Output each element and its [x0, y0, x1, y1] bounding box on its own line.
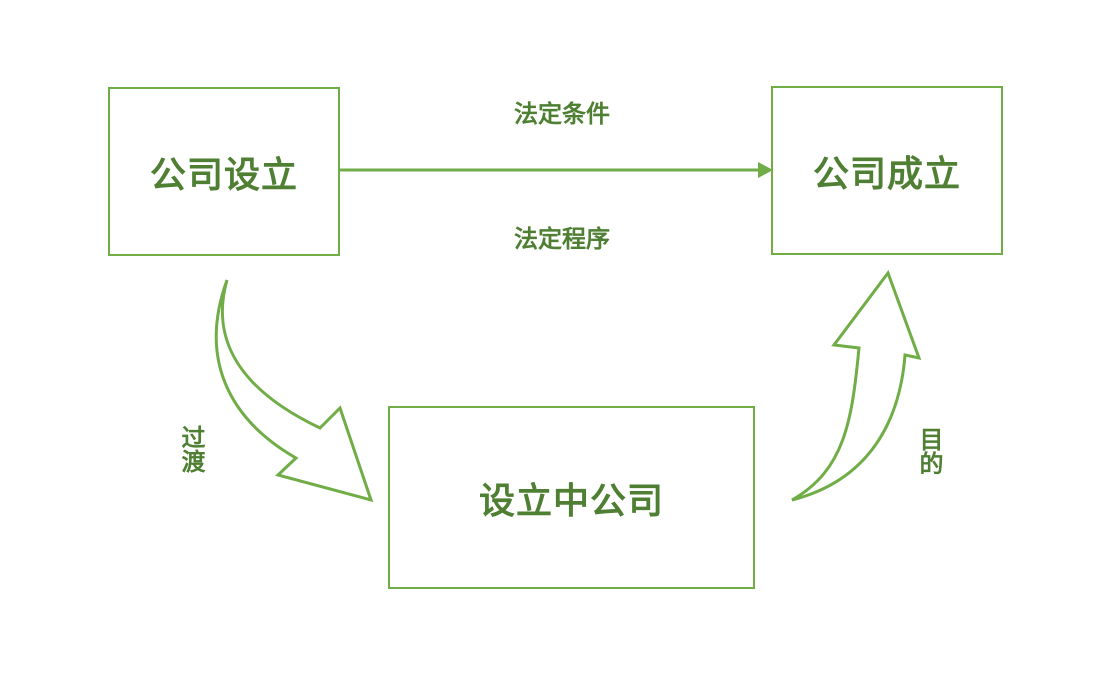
node-company-established: 公司成立	[771, 86, 1003, 255]
edge-label-statutory-conditions: 法定条件	[514, 100, 610, 128]
purpose-curved-arrow	[791, 269, 922, 502]
node-company-establishing: 公司设立	[108, 87, 340, 256]
top-arrowhead	[758, 162, 773, 178]
edge-label-purpose: 目的	[915, 427, 943, 475]
node-company-in-formation-label: 设立中公司	[478, 480, 664, 522]
node-company-established-label: 公司成立	[812, 153, 961, 195]
edge-label-statutory-procedures: 法定程序	[514, 225, 610, 253]
edge-label-transition: 过渡	[177, 425, 205, 473]
node-company-establishing-label: 公司设立	[149, 154, 298, 196]
transition-curved-arrow	[214, 279, 374, 503]
node-company-in-formation: 设立中公司	[388, 406, 755, 589]
